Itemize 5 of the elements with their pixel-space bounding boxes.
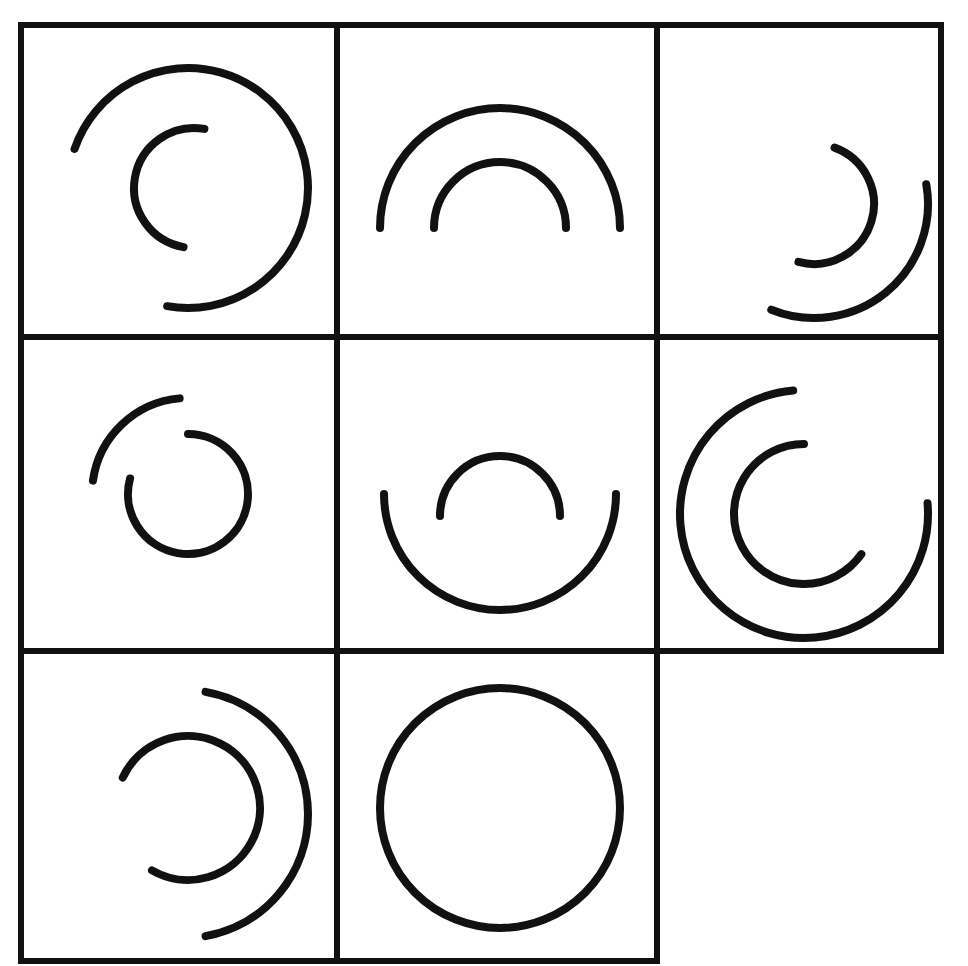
puzzle-cell (334, 648, 660, 964)
puzzle-cell (18, 22, 340, 340)
puzzle-cell (18, 648, 340, 964)
puzzle-cell (654, 22, 944, 340)
puzzle-cell (654, 334, 944, 654)
